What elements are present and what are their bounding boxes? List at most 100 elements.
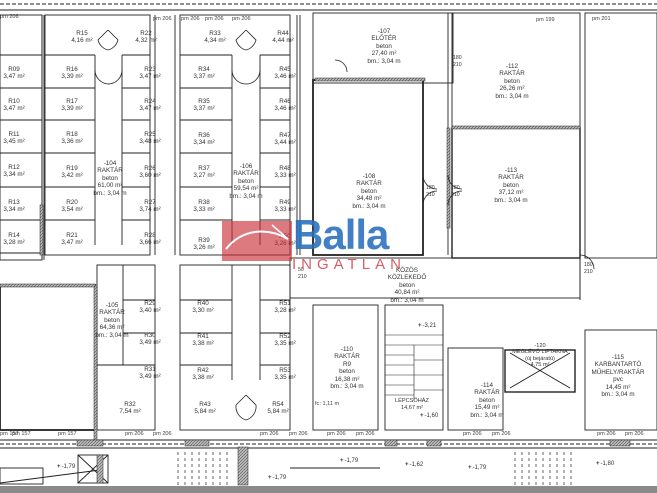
window-tag: pm 206 — [625, 431, 644, 437]
window-tag: pm 206 — [289, 431, 308, 437]
level-marker: -1,79 — [468, 465, 487, 471]
window-tag: pm 206 — [0, 14, 19, 20]
door-tag: 180 — [426, 185, 435, 191]
door-tag: 50 — [298, 267, 304, 273]
window-tag: pm 206 — [597, 431, 616, 437]
window-tag: pm 206 — [153, 16, 172, 22]
window-tag: pm 206 — [205, 16, 224, 22]
door-tag: 180 — [453, 55, 462, 61]
watermark-brand: Balla — [293, 211, 389, 258]
level-marker: -1,60 — [420, 413, 439, 419]
door-tag: 210 — [426, 192, 435, 198]
house-roof-icon — [225, 224, 289, 250]
window-tag: pm 157 — [0, 431, 19, 437]
window-tag: pm 199 — [536, 17, 555, 23]
bottom-border — [0, 486, 657, 493]
window-tag: pm 206 — [153, 431, 172, 437]
level-marker: -1,79 — [57, 464, 76, 470]
window-tag: pm 206 — [181, 16, 200, 22]
window-tag: pm 206 — [232, 16, 251, 22]
door-tag: 180 — [451, 185, 460, 191]
door-tag: 210 — [453, 62, 462, 68]
level-marker: -3,21 — [418, 323, 437, 329]
door-tag: 210 — [451, 192, 460, 198]
level-marker: -1,79 — [268, 475, 287, 481]
window-tag: pm 206 — [125, 431, 144, 437]
window-tag: pm 157 — [58, 431, 77, 437]
window-tag: pm 206 — [327, 431, 346, 437]
level-marker: -1,62 — [405, 462, 424, 468]
door-tag: 180 — [584, 262, 593, 268]
watermark-subtitle: INGATLAN — [292, 256, 406, 273]
door-tag: 210 — [584, 269, 593, 275]
window-tag: pm 157 — [12, 431, 31, 437]
window-tag: pm 206 — [356, 431, 375, 437]
note-fc: fc: 1,11 m — [315, 401, 340, 407]
level-marker: -1,79 — [340, 458, 359, 464]
watermark-logo-mark — [222, 221, 292, 261]
door-tag: 210 — [298, 274, 307, 280]
level-marker: -1,80 — [596, 461, 615, 467]
window-tag: pm 206 — [463, 431, 482, 437]
window-tag: pm 201 — [592, 16, 611, 22]
window-tag: pm 206 — [260, 431, 279, 437]
window-tag: pm 206 — [492, 431, 511, 437]
